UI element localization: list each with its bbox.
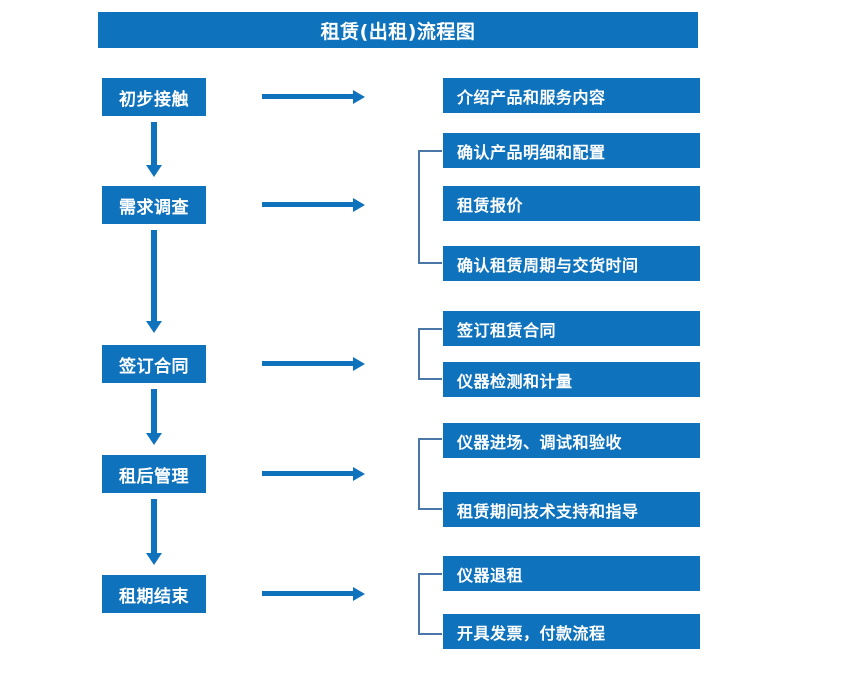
horizontal-arrow-needs-survey <box>262 202 354 207</box>
bracket-sign-contract <box>418 328 442 380</box>
detail-box-sign-rental-contract[interactable]: 签订租赁合同 <box>443 311 700 346</box>
detail-box-rental-quotation[interactable]: 租赁报价 <box>443 186 700 221</box>
detail-box-introduce-products[interactable]: 介绍产品和服务内容 <box>443 78 700 113</box>
horizontal-arrow-post-rental-management <box>262 471 354 476</box>
bracket-lease-end <box>418 573 442 635</box>
vertical-arrow-survey-to-contract <box>151 230 157 322</box>
vertical-arrow-contact-to-survey <box>151 122 157 166</box>
horizontal-arrow-lease-end <box>262 591 354 596</box>
detail-box-invoice-payment[interactable]: 开具发票，付款流程 <box>443 614 700 649</box>
stage-box-initial-contact[interactable]: 初步接触 <box>102 78 206 116</box>
vertical-arrow-contract-to-management <box>151 389 157 434</box>
detail-box-instrument-inspection[interactable]: 仪器检测和计量 <box>443 362 700 397</box>
stage-box-needs-survey[interactable]: 需求调查 <box>102 186 206 224</box>
horizontal-arrow-initial-contact <box>262 94 354 99</box>
vertical-arrow-management-to-end <box>151 499 157 554</box>
detail-box-confirm-rental-period[interactable]: 确认租赁周期与交货时间 <box>443 246 700 281</box>
horizontal-arrow-sign-contract <box>262 361 354 366</box>
bracket-needs-survey <box>418 150 442 264</box>
detail-box-instrument-entry-commissioning[interactable]: 仪器进场、调试和验收 <box>443 423 700 458</box>
stage-box-sign-contract[interactable]: 签订合同 <box>102 345 206 383</box>
detail-box-confirm-product-details[interactable]: 确认产品明细和配置 <box>443 133 700 168</box>
chart-title: 租赁(出租)流程图 <box>98 12 698 48</box>
stage-box-lease-end[interactable]: 租期结束 <box>102 575 206 613</box>
detail-box-technical-support[interactable]: 租赁期间技术支持和指导 <box>443 492 700 527</box>
stage-box-post-rental-management[interactable]: 租后管理 <box>102 455 206 493</box>
bracket-post-rental-management <box>418 438 442 510</box>
detail-box-instrument-return[interactable]: 仪器退租 <box>443 556 700 591</box>
